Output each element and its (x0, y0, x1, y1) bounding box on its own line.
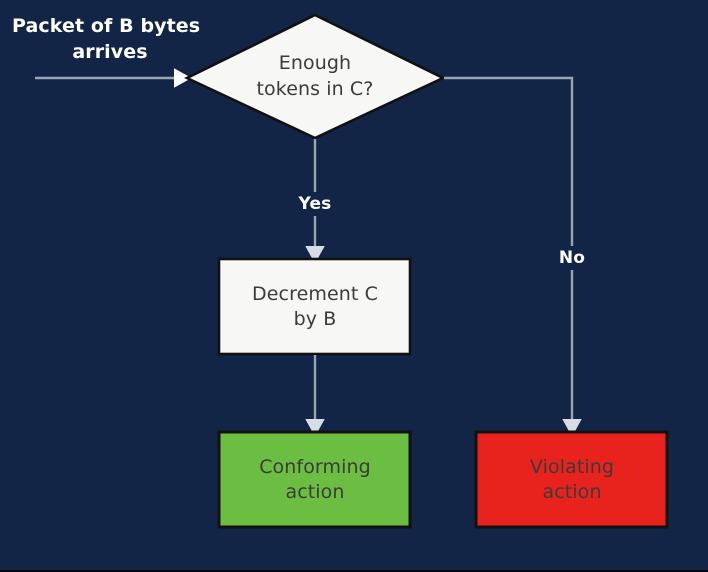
node-violating-shape (474, 430, 669, 529)
source-caption-line-2: arrives (72, 40, 148, 63)
edge-no (444, 76, 582, 437)
node-process-shape (217, 257, 412, 356)
edge-label-yes: Yes (287, 192, 343, 216)
node-conforming-shape (217, 430, 412, 529)
edge-label-no: No (544, 246, 600, 270)
node-decision-shape (183, 13, 447, 140)
source-caption-line-1: Packet of B bytes (12, 15, 201, 37)
source-caption: Packet of B bytes arrives (12, 14, 208, 65)
